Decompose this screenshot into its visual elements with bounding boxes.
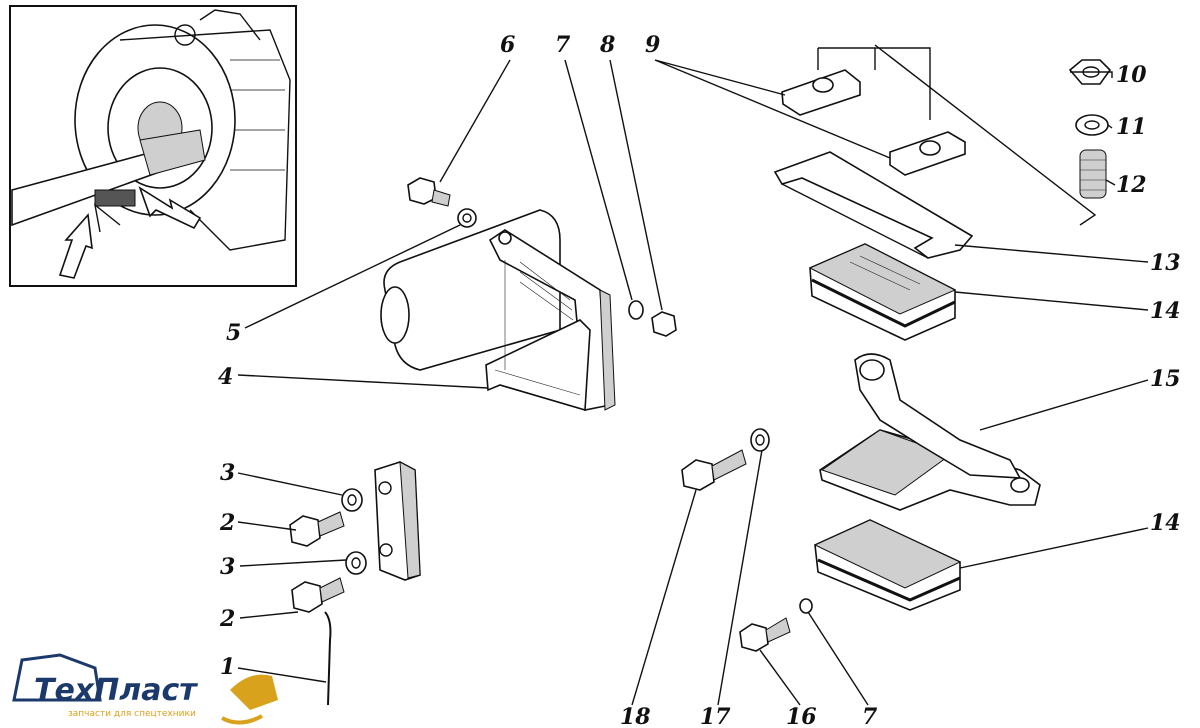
callout-3-upper: 3 [220,460,235,486]
bolt-16 [739,617,791,652]
callout-16: 16 [786,704,817,728]
leader-lines [237,59,1149,706]
wire-1 [324,611,332,706]
bolt-2-lower [291,577,345,613]
callout-7-bottom: 7 [862,704,878,728]
callout-10: 10 [1116,62,1147,88]
bolt-18 [681,449,747,491]
callout-17: 17 [700,704,731,728]
logo-tagline: запчасти для спецтехники [68,709,196,719]
callout-9: 9 [645,32,660,58]
callout-15: 15 [1150,366,1181,392]
callout-8: 8 [599,32,615,58]
inset-engine-view [9,5,297,287]
nut-8 [651,311,677,337]
callout-12: 12 [1116,172,1147,198]
callout-labels: 6 7 8 9 10 11 12 13 14 15 14 5 4 3 2 3 2… [218,32,1181,728]
shim-plates-9 [781,47,966,176]
callout-5: 5 [226,320,241,346]
clamp-plate [374,461,421,581]
shim-plate-13 [773,151,974,259]
friction-pad-14-bottom [813,519,962,611]
washer-7-top [628,300,644,320]
washer-5 [457,208,477,228]
bolt-6 [407,177,451,207]
callout-7-top: 7 [555,32,571,58]
friction-pad-14-top [808,243,957,341]
callout-13: 13 [1150,250,1181,276]
logo-text: ТехПласт [34,673,198,708]
washer-3-lower [345,551,367,575]
bolt-2-upper [289,511,345,547]
callout-1: 1 [220,654,235,680]
callout-11: 11 [1116,114,1147,140]
callout-14-bottom: 14 [1150,510,1181,536]
callout-6: 6 [500,32,515,58]
bushing-12 [1079,149,1107,199]
callout-3-lower: 3 [220,554,235,580]
bracket-assembly [380,209,616,412]
lever-15 [819,353,1041,511]
callout-14-top: 14 [1150,298,1181,324]
callout-2-lower: 2 [219,606,235,632]
callout-18: 18 [620,704,651,728]
callout-2-upper: 2 [219,510,235,536]
brand-logo: ТехПласт запчасти для спецтехники [12,653,278,725]
washer-11 [1075,114,1109,136]
washer-7-bottom [799,598,813,614]
callout-4: 4 [218,364,233,390]
washer-3-upper [341,488,363,512]
washer-17 [750,428,770,452]
